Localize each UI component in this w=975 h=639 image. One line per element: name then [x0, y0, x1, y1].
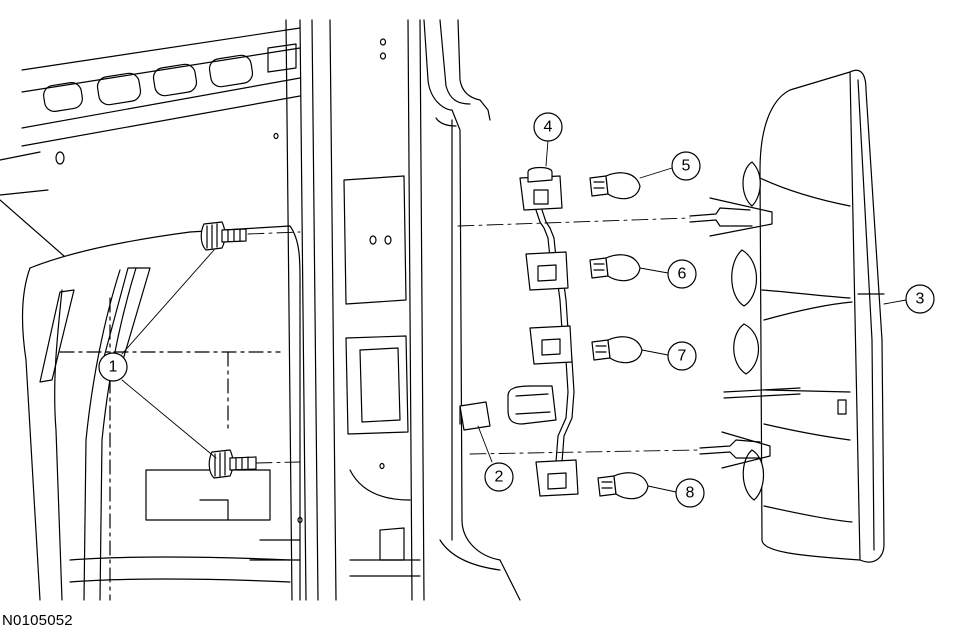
- screw-upper: [200, 221, 247, 251]
- callout-3-label: 3: [916, 291, 925, 308]
- alignment-lines: [247, 217, 701, 464]
- tail-lamp-assembly: [689, 69, 885, 563]
- callout-8-label: 8: [686, 485, 695, 502]
- bulb-8: [597, 472, 649, 500]
- bulb-6: [589, 254, 641, 282]
- callout-4-label: 4: [544, 119, 553, 136]
- bulb-5: [589, 172, 641, 200]
- callout-7-label: 7: [678, 348, 687, 365]
- bulb-7: [591, 336, 643, 364]
- body-inner-panel: [0, 19, 307, 601]
- callout-6-label: 6: [678, 266, 687, 283]
- callout-2-label: 2: [495, 469, 504, 486]
- body-pillar: [273, 19, 425, 601]
- retainer-clip: [459, 401, 491, 431]
- leader-lines: [121, 139, 907, 493]
- callout-5-label: 5: [682, 158, 691, 175]
- screw-lower: [208, 449, 257, 479]
- bulb-socket-harness: [507, 166, 579, 497]
- lamp-opening-flange: [423, 19, 521, 601]
- figure-reference-id: N0105052: [2, 612, 73, 629]
- callout-1-label: 1: [109, 359, 118, 376]
- callout-circles: [98, 112, 935, 508]
